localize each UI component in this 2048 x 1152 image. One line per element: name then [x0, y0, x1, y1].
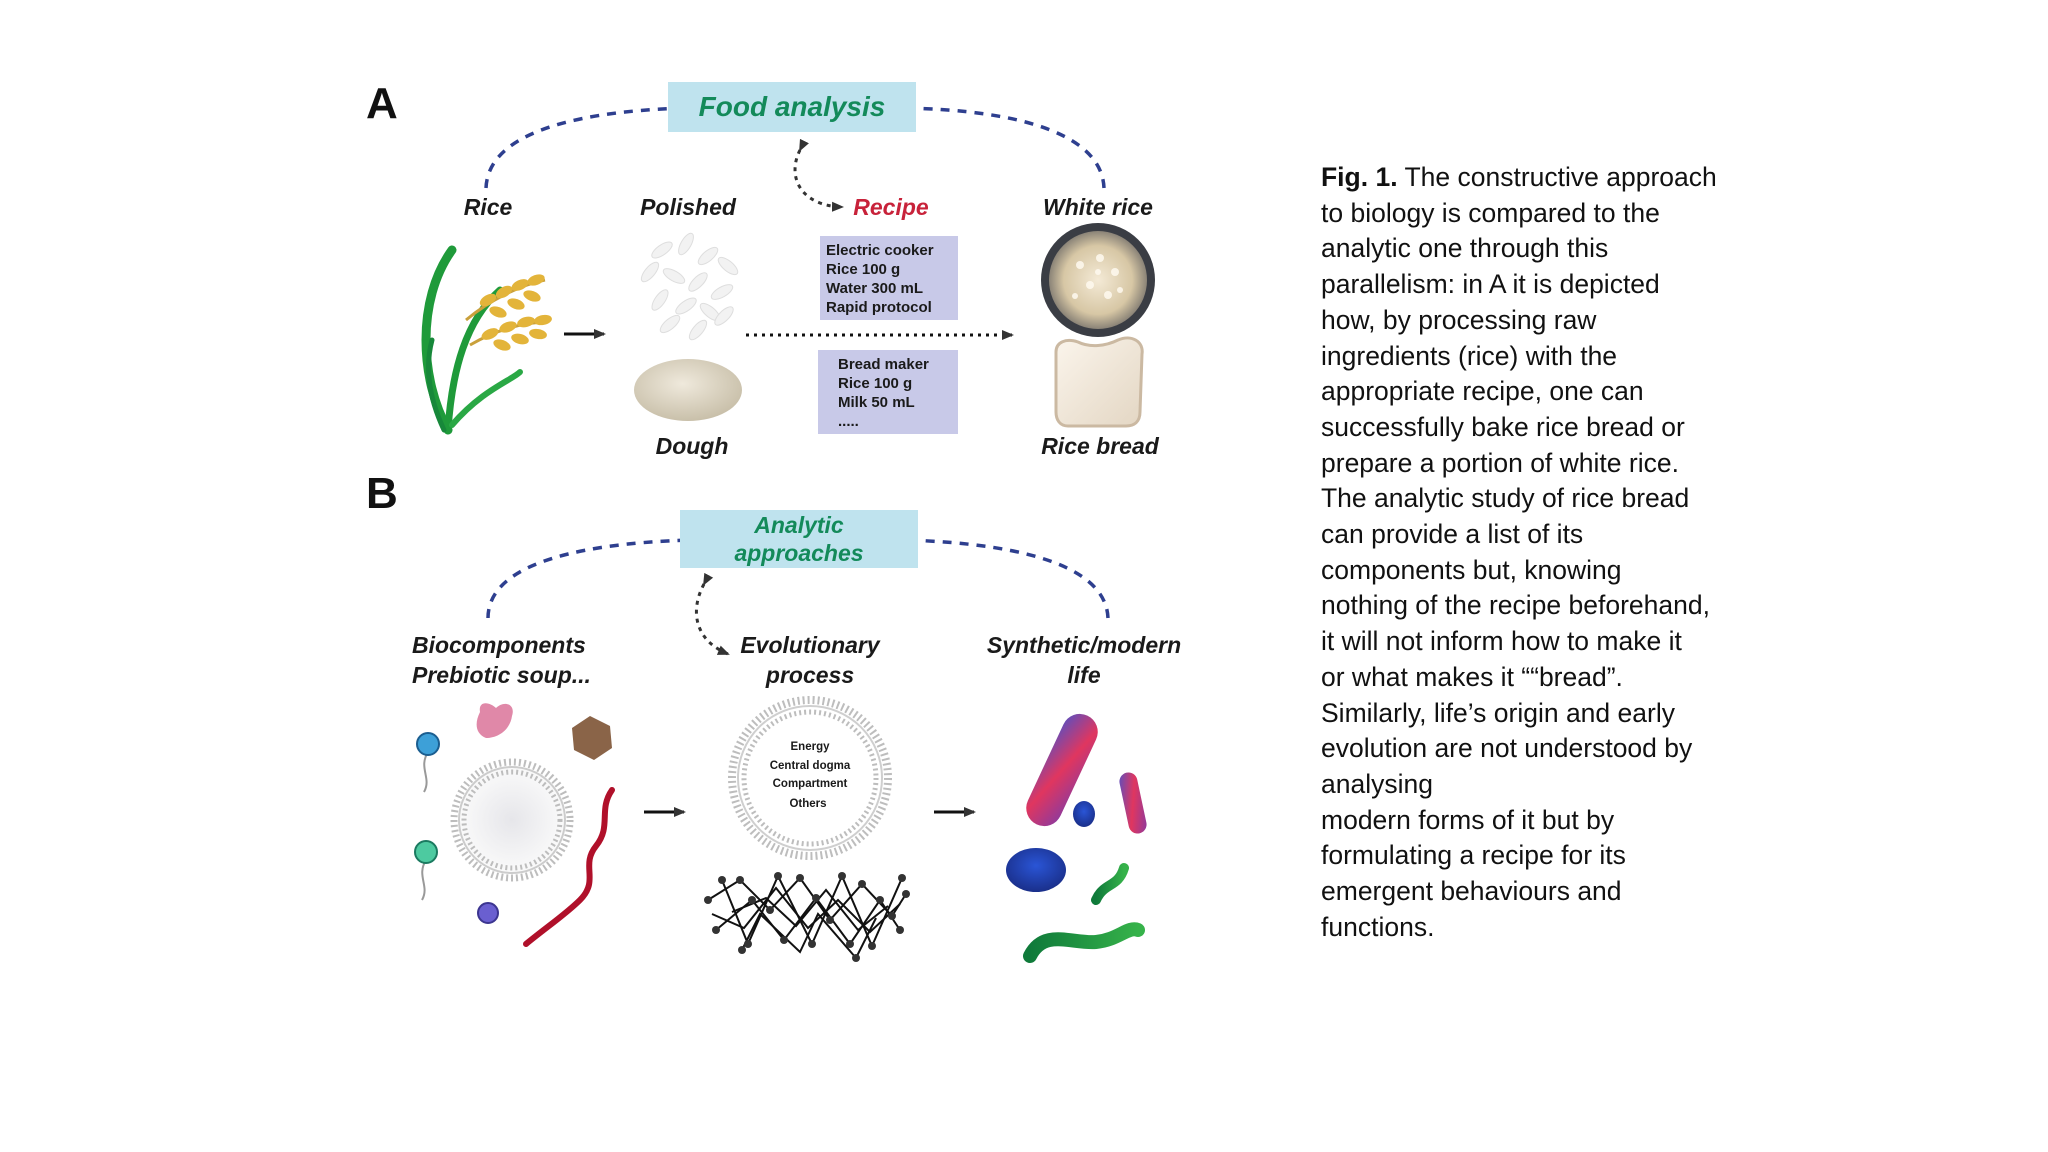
- recipe-box-rice-line-4: Rapid protocol: [826, 299, 932, 316]
- caption-line-21: emergent behaviours and: [1321, 876, 1622, 907]
- caption-first-line: The constructive approach: [1397, 162, 1717, 192]
- caption-line-12: components but, knowing: [1321, 554, 1622, 585]
- figure-diagram: A Food analysis Rice Polished Recipe Whi…: [366, 79, 1181, 963]
- polished-rice-grains-image: [640, 232, 739, 341]
- recipe-box-rice: [820, 236, 958, 320]
- dough-image: [634, 359, 742, 421]
- rice-bread-image: [1054, 336, 1144, 428]
- caption-line-19: modern forms of it but by: [1321, 804, 1615, 835]
- caption-line-18: analysing: [1321, 768, 1433, 799]
- protocell-text-others: Others: [789, 798, 826, 810]
- panel-a-letter: A: [366, 79, 398, 128]
- analytic-approaches-hub: [680, 510, 918, 568]
- protocell-text-compartment: Compartment: [773, 778, 848, 790]
- label-prebiotic-soup: Prebiotic soup...: [412, 662, 591, 688]
- arc-rice-to-hub: [484, 103, 686, 189]
- figure-caption: Fig. 1. The constructive approach to bio…: [1321, 160, 1751, 945]
- label-dough: Dough: [656, 433, 729, 459]
- analytic-approaches-hub-label-2: approaches: [734, 540, 863, 566]
- protocell-text-energy: Energy: [791, 741, 831, 753]
- caption-line-22: functions.: [1321, 911, 1435, 942]
- label-life: life: [1067, 662, 1100, 688]
- label-recipe: Recipe: [853, 194, 929, 220]
- recipe-box-rice-line-2: Rice 100 g: [826, 261, 900, 278]
- caption-line-9: prepare a portion of white rice.: [1321, 447, 1679, 478]
- modern-life-cells-image: [1006, 713, 1147, 963]
- recipe-box-rice-line-3: Water 300 mL: [826, 280, 923, 297]
- caption-line-10: The analytic study of rice bread: [1321, 483, 1690, 514]
- caption-line-15: or what makes it ““bread”.: [1321, 661, 1623, 692]
- prebiotic-soup-image: [414, 703, 615, 947]
- recipe-box-bread-line-4: .....: [838, 413, 859, 430]
- arc-synthetic-to-hub: [904, 535, 1110, 619]
- label-evolutionary: Evolutionary: [740, 632, 881, 658]
- caption-line-17: evolution are not understood by: [1321, 733, 1693, 764]
- caption-line-11: can provide a list of its: [1321, 519, 1584, 550]
- protocell-text-central-dogma: Central dogma: [770, 760, 851, 772]
- food-analysis-hub: [668, 82, 916, 132]
- caption-line-3: analytic one through this: [1321, 233, 1609, 264]
- protocell-image: [728, 696, 892, 860]
- caption-line-7: appropriate recipe, one can: [1321, 376, 1644, 407]
- recipe-box-rice-line-1: Electric cooker: [826, 242, 934, 259]
- caption-line-16: Similarly, life’s origin and early: [1321, 697, 1675, 728]
- recipe-box-bread-line-2: Rice 100 g: [838, 375, 912, 392]
- caption-line-4: parallelism: in A it is depicted: [1321, 269, 1660, 300]
- caption-line-8: successfully bake rice bread or: [1321, 411, 1685, 442]
- white-rice-bowl-image: [1041, 223, 1155, 337]
- arc-biocomponents-to-hub: [486, 535, 692, 619]
- caption-label: Fig. 1.: [1321, 162, 1398, 192]
- label-rice: Rice: [464, 194, 513, 220]
- recipe-box-bread-line-1: Bread maker: [838, 356, 929, 373]
- label-white-rice: White rice: [1043, 194, 1153, 220]
- analytic-approaches-hub-label-1: Analytic: [753, 512, 844, 538]
- caption-line-1: Fig. 1. The constructive approach: [1321, 160, 1751, 196]
- caption-line-6: ingredients (rice) with the: [1321, 340, 1618, 371]
- caption-line-20: formulating a recipe for its: [1321, 840, 1626, 871]
- arc-hub-evolutionary: [695, 572, 730, 656]
- arc-whiterice-to-hub: [900, 103, 1106, 189]
- caption-line-5: how, by processing raw: [1321, 304, 1597, 335]
- network-image: [707, 873, 907, 960]
- panel-b-letter: B: [366, 469, 398, 518]
- label-biocomponents: Biocomponents: [412, 632, 586, 658]
- food-analysis-hub-label: Food analysis: [699, 91, 886, 122]
- caption-line-13: nothing of the recipe beforehand,: [1321, 590, 1710, 621]
- rice-plant-image: [421, 245, 552, 435]
- label-rice-bread: Rice bread: [1041, 433, 1160, 459]
- caption-line-14: it will not inform how to make it: [1321, 626, 1682, 657]
- caption-line-2: to biology is compared to the: [1321, 197, 1660, 228]
- recipe-box-bread-line-3: Milk 50 mL: [838, 394, 915, 411]
- label-synthetic-modern: Synthetic/modern: [987, 632, 1181, 658]
- label-polished: Polished: [640, 194, 737, 220]
- label-process: process: [765, 662, 854, 688]
- recipe-box-bread: [818, 350, 958, 434]
- arc-hub-recipe: [793, 138, 844, 212]
- network-nodes: [704, 872, 910, 962]
